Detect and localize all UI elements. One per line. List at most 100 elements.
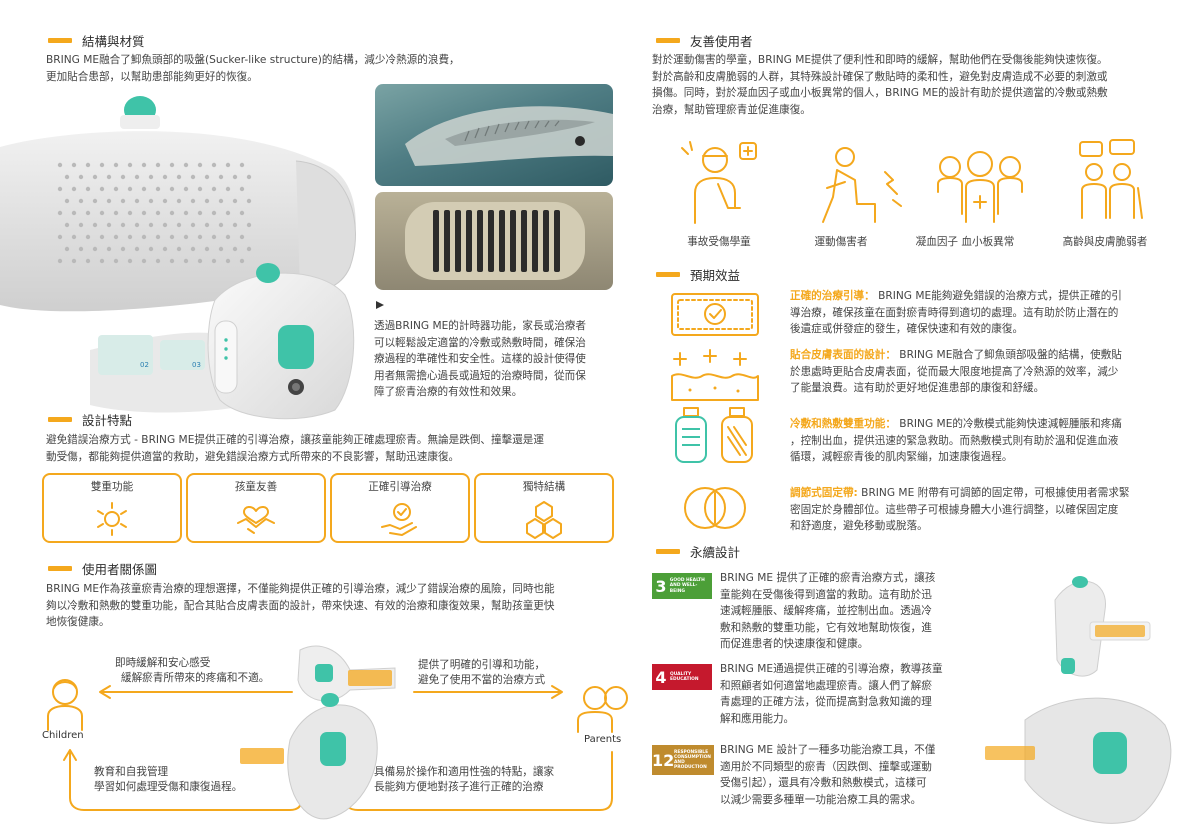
benefit-text-line: BRING ME的冷敷模式能夠快速減輕腫脹和疼痛 bbox=[895, 418, 1122, 430]
structure-heading-text: 結構與材質 bbox=[82, 34, 145, 49]
fabric-dot bbox=[204, 198, 210, 204]
section-heading-design: 設計特點 bbox=[48, 410, 132, 429]
sdg-title-line: QUALITY bbox=[670, 671, 692, 677]
sucker-lamella bbox=[488, 210, 494, 272]
relation-text-line: 避免了使用不當的治療方式 bbox=[418, 674, 546, 686]
injured-student-icon bbox=[681, 141, 757, 224]
sdg-text-3: BRING ME 提供了正確的瘀青治療方式，讓孩 童能夠在受傷後得到適當的救助。… bbox=[720, 570, 980, 653]
sdg-title-line: AND WELL-BEING bbox=[669, 583, 698, 594]
sucker-lamella bbox=[521, 210, 527, 272]
sdg-text-line: 敷和熱敷的雙重功能，它有效地幫助恢復，進 bbox=[720, 621, 932, 634]
fabric-dot bbox=[162, 174, 168, 180]
sdg-text-line: 以減少需要多種單一功能治療工具的需求。 bbox=[720, 793, 922, 806]
sdg-text-line: BRING ME通過提供正確的引導治療，教導孩童 bbox=[720, 663, 943, 675]
friendly-text-line: 對於運動傷害的學童，BRING ME提供了便利性和即時的緩解，幫助他們在受傷後能… bbox=[652, 54, 1108, 66]
feature-box-child-friendly: 孩童友善 bbox=[186, 473, 326, 543]
fabric-dot bbox=[246, 222, 252, 228]
fabric-dot bbox=[169, 234, 175, 240]
fabric-dot bbox=[120, 174, 126, 180]
fabric-dot bbox=[134, 222, 140, 228]
fabric-dot bbox=[225, 258, 231, 264]
fabric-dot bbox=[176, 174, 182, 180]
fabric-dot bbox=[148, 222, 154, 228]
sdg-number: 12 bbox=[652, 750, 675, 770]
device-upright bbox=[1054, 576, 1151, 677]
fabric-dot bbox=[141, 210, 147, 216]
fabric-dot bbox=[127, 162, 133, 168]
fabric-dot bbox=[190, 174, 196, 180]
feature-label: 正確引導治療 bbox=[368, 481, 432, 493]
sdg-text-12: BRING ME 設計了一種多功能治療工具，不僅 適用於不同類型的瘀青（因跌倒、… bbox=[720, 742, 980, 808]
fabric-dot bbox=[92, 174, 98, 180]
sucker-closeup-photo bbox=[375, 192, 613, 290]
children-label: Children bbox=[42, 730, 84, 741]
design-text: 避免錯誤治療方式 - BRING ME提供正確的引導治療，讓孩童能夠正確處理瘀青… bbox=[46, 432, 626, 465]
fabric-dot bbox=[106, 222, 112, 228]
benefit-title: 貼合皮膚表面的設計： bbox=[790, 349, 896, 361]
fabric-dot bbox=[141, 234, 147, 240]
sdg-title-line: EDUCATION bbox=[670, 677, 699, 682]
hot-cold-pack-icon bbox=[675, 407, 753, 463]
fabric-dot bbox=[155, 210, 161, 216]
fabric-dot bbox=[211, 186, 217, 192]
fabric-dot bbox=[71, 234, 77, 240]
fabric-dot bbox=[120, 222, 126, 228]
section-heading-benefits: 預期效益 bbox=[656, 265, 740, 284]
fabric-dot bbox=[190, 222, 196, 228]
relation-top-right-text: 提供了明確的引導和功能， 避免了使用不當的治療方式 bbox=[418, 658, 618, 688]
fabric-dot bbox=[141, 162, 147, 168]
device-small-top bbox=[297, 645, 396, 702]
fabric-dot bbox=[169, 162, 175, 168]
fabric-dot bbox=[113, 162, 119, 168]
relation-bottom-left-text: 教育和自我管理 學習如何處理受傷和康復過程。 bbox=[94, 765, 294, 795]
sdg-text-line: 解和應用能力。 bbox=[720, 712, 795, 725]
fabric-dot bbox=[57, 210, 63, 216]
fabric-dot bbox=[225, 162, 231, 168]
benefit-text-line: ，控制出血，提供迅速的緊急救助。而熱敷模式則有助於溫和促進血液 bbox=[790, 434, 1119, 447]
fabric-dot bbox=[239, 234, 245, 240]
sucker-lamella bbox=[532, 210, 538, 272]
fabric-dot bbox=[155, 162, 161, 168]
structure-text: BRING ME融合了鮣魚頭部的吸盤(Sucker-like structure… bbox=[46, 52, 566, 85]
guidance-box-icon bbox=[671, 293, 759, 336]
fabric-dot bbox=[106, 246, 112, 252]
fabric-dot bbox=[211, 258, 217, 264]
sdg-number: 4 bbox=[655, 667, 667, 687]
sdg-title-line: CONSUMPTION bbox=[674, 754, 711, 760]
fabric-dot bbox=[113, 258, 119, 264]
sdg-text-line: 而促進患者的快速康復和健康。 bbox=[720, 638, 869, 650]
relation-diagram bbox=[47, 645, 628, 820]
fabric-dot bbox=[232, 174, 238, 180]
fabric-dot bbox=[141, 186, 147, 192]
benefits-heading-text: 預期效益 bbox=[690, 268, 741, 283]
fabric-dot bbox=[106, 174, 112, 180]
fabric-dot bbox=[85, 210, 91, 216]
sucker-lamella bbox=[466, 210, 472, 272]
fabric-dot bbox=[71, 258, 77, 264]
benefit-item-strap: 調節式固定帶: BRING ME 附帶有可調節的固定帶，可根據使用者需求緊 密固… bbox=[790, 485, 1170, 535]
hexagon-icon bbox=[526, 501, 562, 539]
fabric-dot bbox=[155, 258, 161, 264]
fabric-dot bbox=[239, 210, 245, 216]
relation-text-line: 夠以冷敷和熱敷的雙重功能，配合其貼合皮膚表面的設計，帶來快速、有效的治療和康復效… bbox=[46, 599, 555, 612]
timer-text-line: 用者無需擔心過長或過短的治療時間，從而保 bbox=[374, 369, 586, 382]
benefit-text-line: 導治療，確保孩童在面對瘀青時得到適切的處理。這有助於防止潛在的 bbox=[790, 306, 1119, 319]
fabric-dot bbox=[176, 198, 182, 204]
fabric-dot bbox=[71, 210, 77, 216]
blood-disorder-icon bbox=[937, 151, 1023, 223]
friendly-text: 對於運動傷害的學童，BRING ME提供了便利性和即時的緩解，幫助他們在受傷後能… bbox=[652, 52, 1172, 118]
fabric-dot bbox=[183, 186, 189, 192]
section-heading-sustain: 永續設計 bbox=[656, 542, 740, 561]
benefit-text-line: 循環，減輕瘀青後的肌肉緊繃，加速康復過程。 bbox=[790, 451, 1013, 463]
fabric-dot bbox=[246, 198, 252, 204]
fabric-dot bbox=[218, 246, 224, 252]
sucker-lamella bbox=[499, 210, 505, 272]
fabric-dot bbox=[92, 198, 98, 204]
sdg-title-line: RESPONSIBLE bbox=[674, 749, 709, 755]
fabric-dot bbox=[176, 222, 182, 228]
fabric-dot bbox=[190, 198, 196, 204]
fabric-dot bbox=[134, 174, 140, 180]
